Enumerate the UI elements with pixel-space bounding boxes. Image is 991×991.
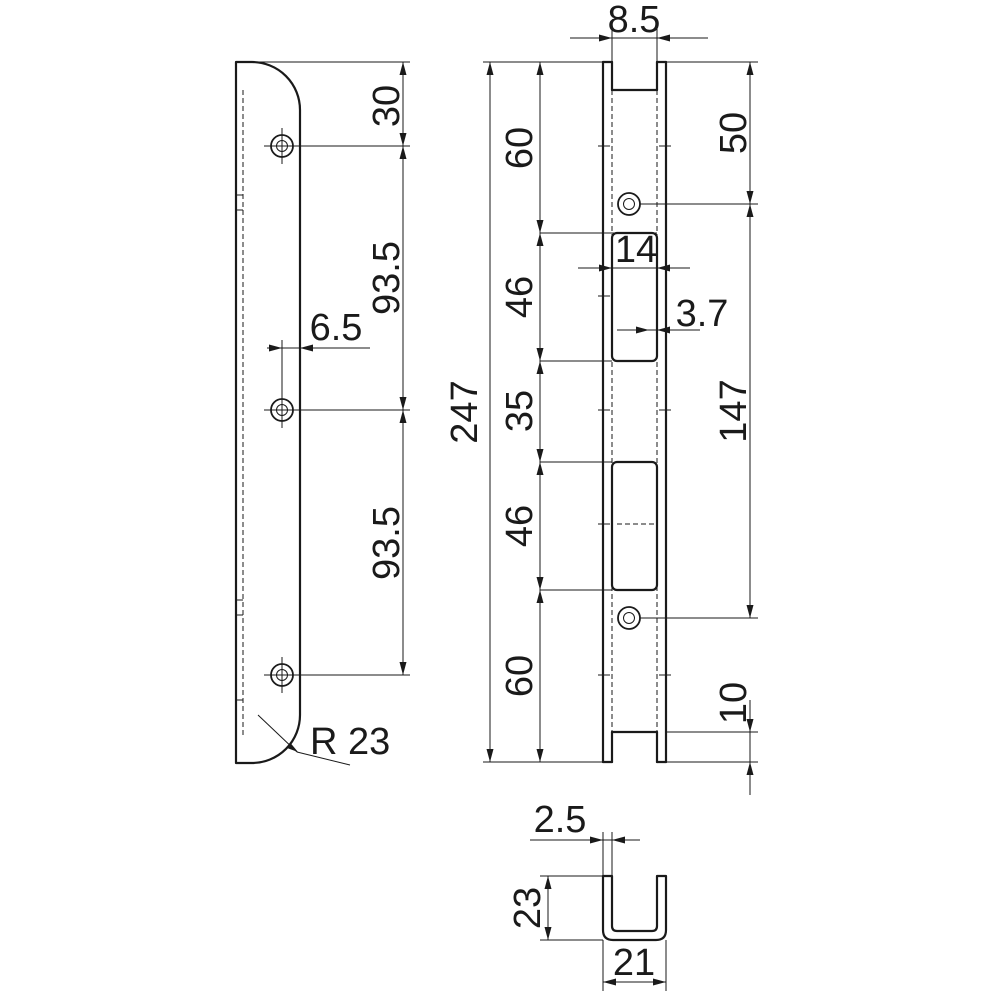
dim-upper-slot: 46 xyxy=(499,276,541,318)
dim-slot-depth: 3.7 xyxy=(676,293,729,335)
dim-channel-width: 8.5 xyxy=(608,0,661,41)
dim-top-to-first-hole: 30 xyxy=(366,85,408,127)
screw-hole-middle xyxy=(264,392,300,428)
front-view-plate: 30 93.5 93.5 6.5 R 23 xyxy=(234,60,410,766)
dim-profile-height: 23 xyxy=(507,887,549,929)
screw-hole-bottom xyxy=(264,657,300,693)
dim-slot-width: 14 xyxy=(615,229,657,271)
dim-top-segment: 60 xyxy=(499,127,541,169)
dim-wall-thickness: 2.5 xyxy=(534,799,587,841)
dim-hole-offset: 6.5 xyxy=(310,307,363,349)
dim-top-to-side-hole: 50 xyxy=(713,112,755,154)
plate-outline xyxy=(234,60,302,765)
side-hole-bottom xyxy=(617,606,641,630)
dim-hole-spacing-lower: 93.5 xyxy=(366,506,408,580)
side-view-channel: 247 60 46 35 46 60 8.5 14 3.7 50 147 10 xyxy=(444,0,758,795)
dim-middle-gap: 35 xyxy=(499,390,541,432)
profile-cross-section: 2.5 23 21 xyxy=(507,799,668,991)
dim-lower-slot: 46 xyxy=(499,505,541,547)
dim-bottom-segment: 60 xyxy=(499,655,541,697)
lower-latch-slot xyxy=(610,460,659,592)
screw-hole-top xyxy=(264,128,300,164)
dim-profile-width: 21 xyxy=(613,942,655,984)
side-hole-top xyxy=(617,192,641,216)
dim-bottom-to-side-hole: 10 xyxy=(713,682,755,724)
dim-side-hole-spacing: 147 xyxy=(713,379,755,442)
dim-corner-radius: R 23 xyxy=(310,721,390,763)
profile-outline xyxy=(601,874,668,942)
dim-hole-spacing-upper: 93.5 xyxy=(366,241,408,315)
dim-total-length: 247 xyxy=(444,380,486,443)
